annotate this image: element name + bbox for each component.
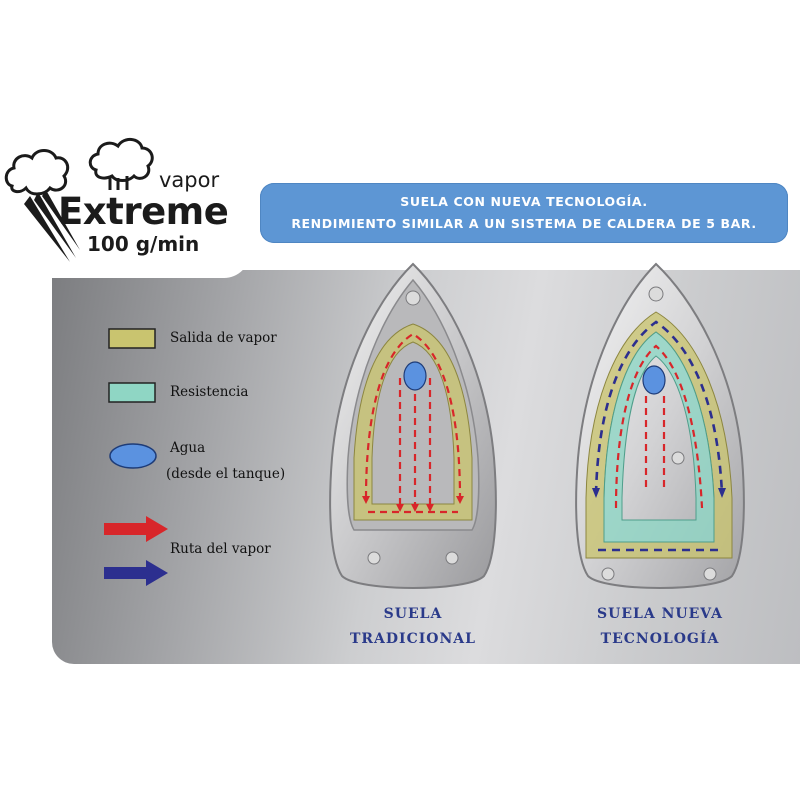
water-swatch — [109, 443, 157, 469]
logo-steam-rate: 100 g/min — [87, 232, 200, 256]
legend-steam-route: Ruta del vapor — [170, 541, 271, 557]
heater-swatch — [108, 382, 156, 403]
red-arrow-icon — [104, 516, 168, 542]
banner-line-2: RENDIMIENTO SIMILAR A UN SISTEMA DE CALD… — [291, 216, 757, 231]
new-technology-caption-line-1: SUELA NUEVA — [597, 606, 723, 622]
traditional-caption-line-2: TRADICIONAL — [350, 631, 476, 647]
legend-steam-outlet: Salida de vapor — [170, 330, 277, 346]
traditional-soleplate — [329, 262, 497, 589]
legend-heater: Resistencia — [170, 384, 249, 400]
banner-line-1: SUELA CON NUEVA TECNOLOGÍA. — [400, 194, 648, 209]
steam-cloud-icon — [4, 138, 154, 262]
new-technology-caption: SUELA NUEVA TECNOLOGÍA — [560, 602, 760, 652]
new-technology-caption-line-2: TECNOLOGÍA — [600, 631, 720, 647]
traditional-caption: SUELA TRADICIONAL — [318, 602, 508, 652]
logo-word-vapor: vapor — [159, 168, 220, 192]
info-banner: SUELA CON NUEVA TECNOLOGÍA. RENDIMIENTO … — [260, 183, 788, 243]
logo-word-extreme: Extreme — [58, 190, 229, 233]
steam-outlet-swatch — [108, 328, 156, 349]
new-technology-soleplate — [575, 262, 745, 589]
legend-water-source: (desde el tanque) — [166, 466, 286, 482]
legend-water: Agua — [170, 440, 206, 456]
blue-arrow-icon — [104, 560, 168, 586]
traditional-caption-line-1: SUELA — [383, 606, 443, 622]
